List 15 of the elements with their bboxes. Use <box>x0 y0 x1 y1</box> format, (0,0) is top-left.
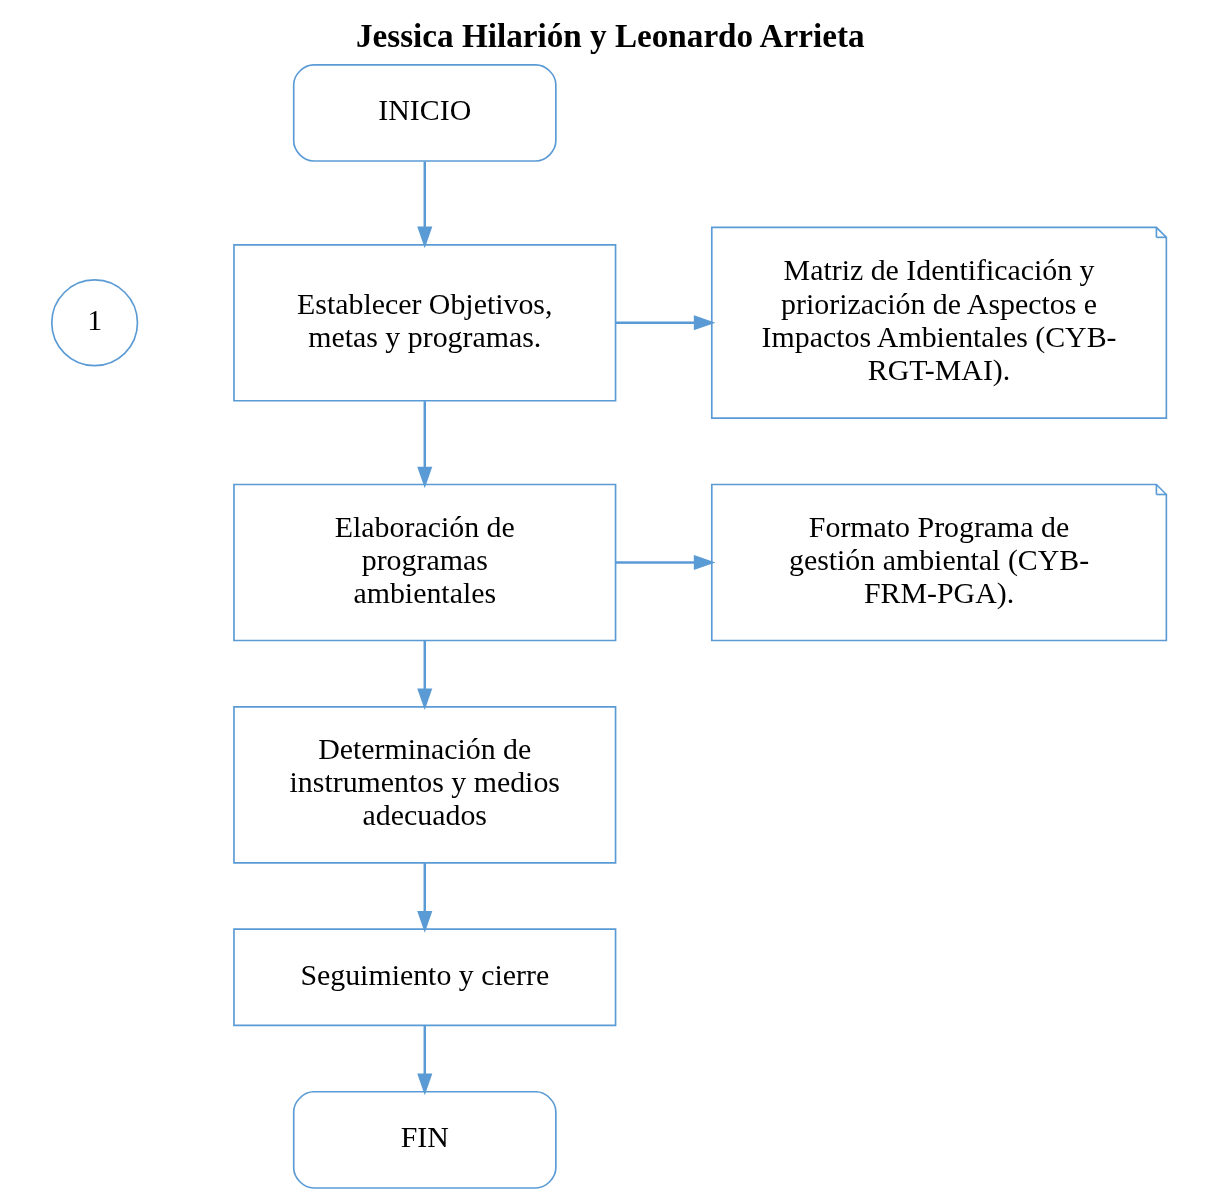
node-box: FIN <box>292 1090 557 1189</box>
arrow <box>416 401 432 489</box>
arrow <box>416 161 432 249</box>
arrow <box>615 315 715 331</box>
node-box: Seguimiento y cierre <box>232 928 616 1027</box>
diagram-title: Jessica Hilarión y Leonardo Arrieta <box>355 16 865 54</box>
node-box: Elaboración de programas ambientales <box>232 483 616 642</box>
arrow <box>615 554 715 571</box>
arrow <box>416 862 432 933</box>
arrow <box>416 640 432 710</box>
node-box: Determinación de instrumentos y medios adecuados <box>232 706 616 864</box>
arrow <box>416 1025 432 1096</box>
node-box: INICIO <box>292 63 557 162</box>
node-circle: 1 <box>50 279 138 367</box>
node-box: Establecer Objetivos, metas y programas. <box>232 244 616 402</box>
